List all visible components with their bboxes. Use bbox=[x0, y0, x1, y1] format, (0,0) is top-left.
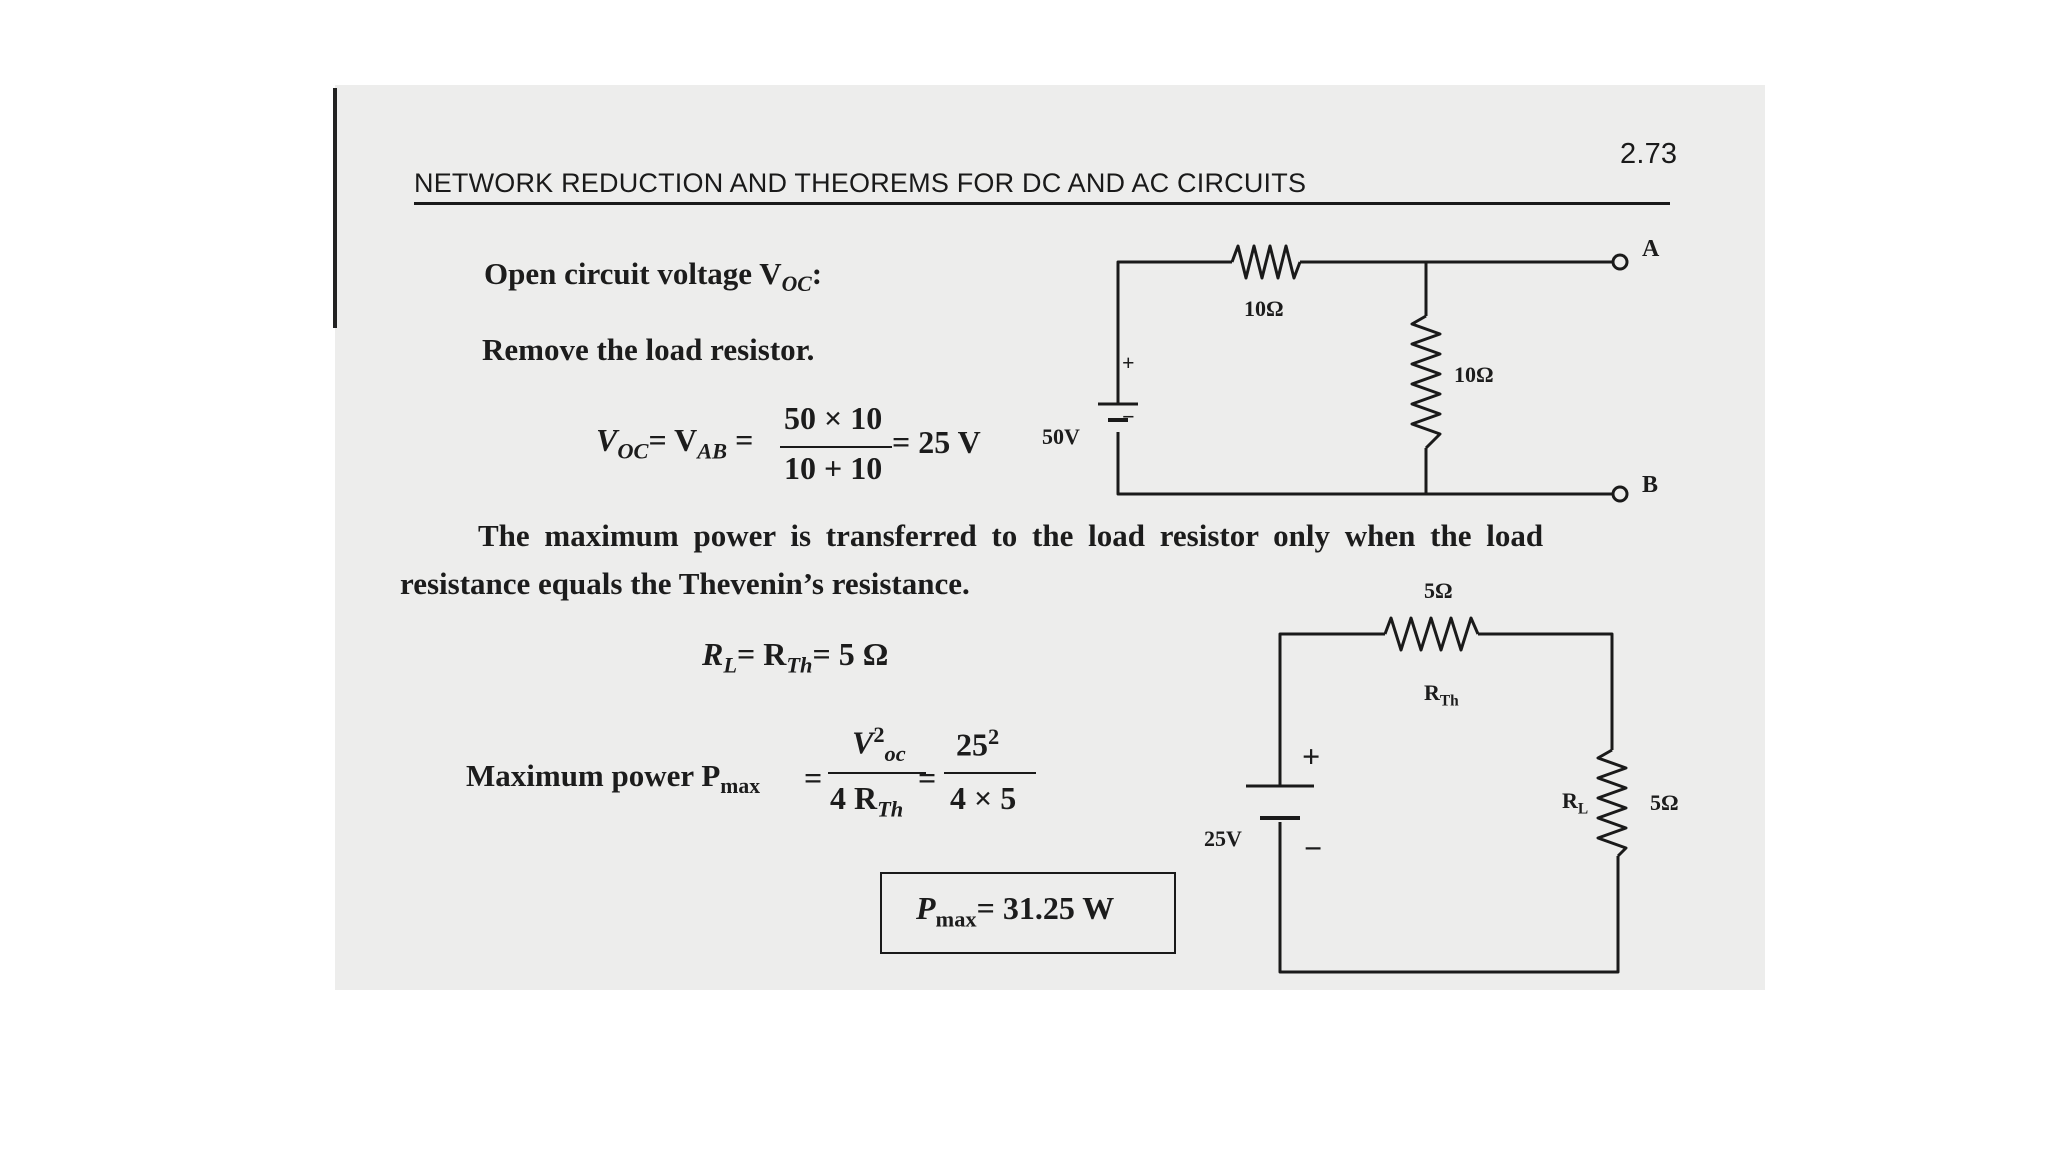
max-power-numerator-2: 252 bbox=[956, 724, 1000, 763]
max-power-text-line1: The maximum power is transferred to the … bbox=[478, 518, 1544, 553]
scanned-page bbox=[335, 85, 1765, 990]
terminal-b-label: B bbox=[1642, 472, 1659, 498]
answer-box bbox=[880, 872, 1176, 954]
voc-fraction-bar bbox=[780, 446, 892, 448]
circuit2-battery bbox=[1246, 784, 1314, 820]
answer-text: Pmax= 31.25 W bbox=[916, 890, 1115, 932]
max-power-label: Maximum power Pmax bbox=[466, 758, 761, 799]
voc-numerator: 50 × 10 bbox=[784, 400, 883, 436]
circuit1-shunt-resistor-label: 10Ω bbox=[1454, 362, 1494, 387]
terminal-b bbox=[1611, 485, 1629, 503]
circuit2-rl-label: RL bbox=[1562, 788, 1589, 818]
circuit2-rth-resistor bbox=[1383, 616, 1480, 652]
max-power-eq-sign-1: = bbox=[804, 760, 823, 796]
circuit2-plus-sign: + bbox=[1302, 738, 1321, 774]
circuit1-source-label: 50V bbox=[1042, 424, 1080, 449]
page-header-title: NETWORK REDUCTION AND THEOREMS FOR DC AN… bbox=[414, 168, 1307, 198]
terminal-a-label: A bbox=[1642, 236, 1660, 262]
max-power-fraction-bar-2 bbox=[944, 772, 1036, 774]
max-power-numerator-1: V2oc bbox=[852, 722, 906, 767]
voc-result: = 25 V bbox=[892, 424, 981, 460]
max-power-denominator-2: 4 × 5 bbox=[950, 780, 1017, 816]
circuit1-plus-sign: + bbox=[1122, 350, 1135, 375]
circuit2-wires bbox=[1278, 632, 1620, 974]
circuit2-rth-label: RTh bbox=[1424, 680, 1459, 710]
max-power-fraction-bar-1 bbox=[828, 772, 926, 774]
page-number: 2.73 bbox=[1620, 138, 1678, 170]
circuit1-series-resistor-label: 10Ω bbox=[1244, 296, 1284, 321]
circuit2-source-label: 25V bbox=[1204, 826, 1242, 851]
terminal-a bbox=[1611, 253, 1629, 271]
header-rule bbox=[414, 202, 1670, 205]
circuit1-battery bbox=[1098, 402, 1138, 422]
circuit1-wires bbox=[1116, 260, 1614, 496]
circuit2-rl-value-label: 5Ω bbox=[1650, 790, 1679, 815]
voc-instruction: Remove the load resistor. bbox=[482, 332, 815, 367]
max-power-denominator-1: 4 RTh bbox=[830, 780, 904, 822]
circuit2-rl-resistor bbox=[1596, 748, 1628, 858]
circuit1-shunt-resistor bbox=[1410, 314, 1442, 450]
max-power-text-line2: resistance equals the Thevenin’s resista… bbox=[400, 566, 970, 601]
rl-equals-rth-equation: RL= RTh= 5 Ω bbox=[702, 636, 889, 678]
voc-heading: Open circuit voltage VOC: bbox=[484, 256, 823, 297]
circuit1-series-resistor bbox=[1230, 244, 1302, 280]
circuit2-rth-value-label: 5Ω bbox=[1424, 578, 1453, 603]
max-power-eq-sign-2: = bbox=[918, 760, 937, 796]
circuit2-minus-sign: − bbox=[1304, 830, 1323, 866]
voc-equation-lhs: VOC= VAB = bbox=[596, 422, 754, 464]
page-edge bbox=[333, 88, 337, 328]
voc-denominator: 10 + 10 bbox=[784, 450, 883, 486]
circuit1-minus-sign: − bbox=[1122, 404, 1135, 429]
